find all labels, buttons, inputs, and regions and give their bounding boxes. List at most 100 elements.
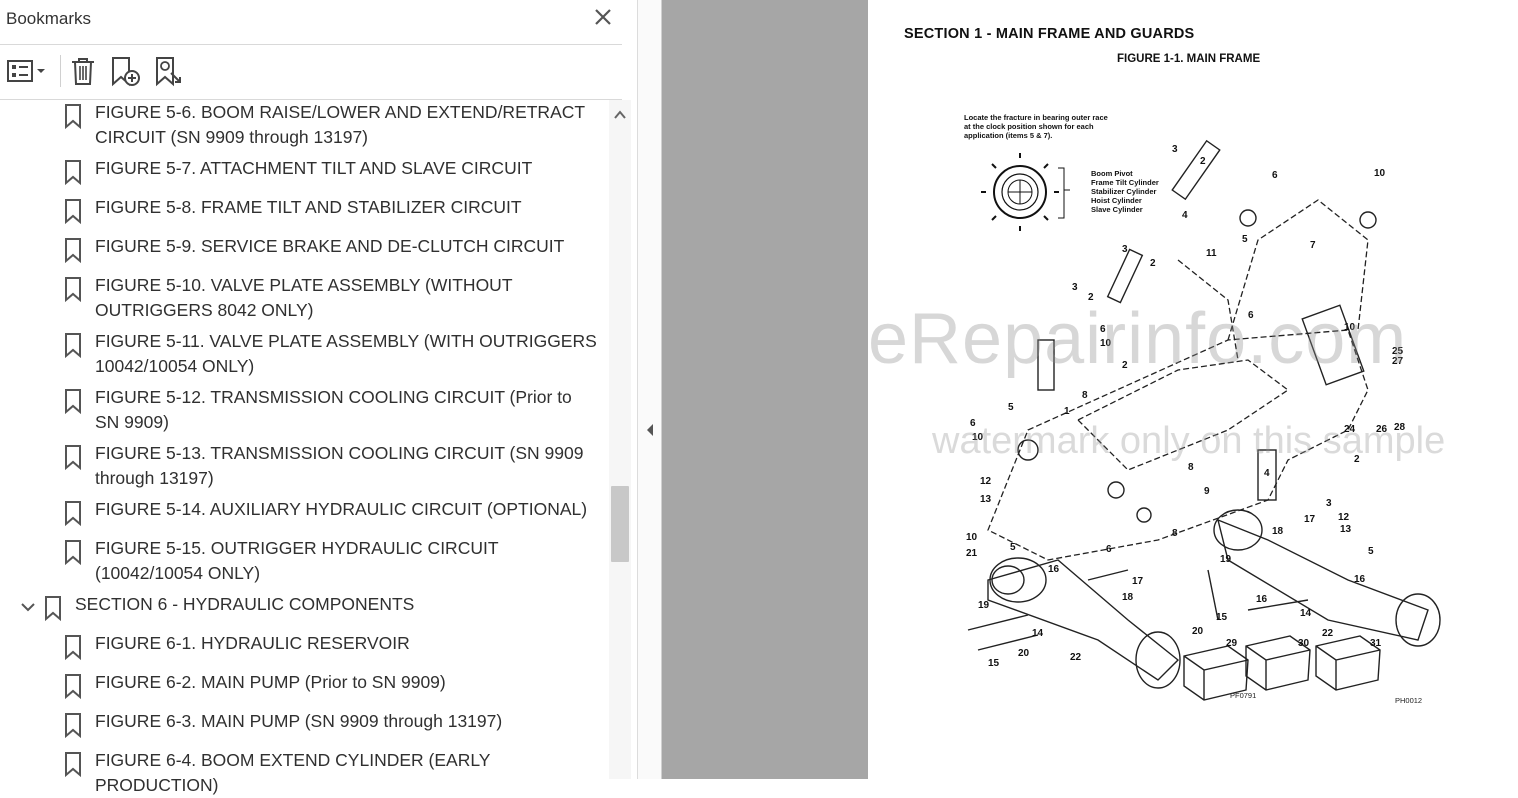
document-background — [662, 0, 868, 779]
bookmark-icon — [65, 160, 81, 186]
bookmark-item[interactable]: FIGURE 6-3. MAIN PUMP (SN 9909 through 1… — [0, 709, 609, 739]
legend-item: Stabilizer Cylinder — [1091, 187, 1157, 196]
bookmark-icon — [65, 445, 81, 471]
svg-text:2: 2 — [1354, 454, 1360, 465]
bookmark-label: FIGURE 5-11. VALVE PLATE ASSEMBLY (WITH … — [95, 331, 597, 376]
bookmark-item[interactable]: FIGURE 5-9. SERVICE BRAKE AND DE-CLUTCH … — [0, 234, 609, 264]
trash-icon[interactable] — [68, 55, 98, 87]
bookmark-scrollbar[interactable] — [609, 100, 631, 779]
bookmark-label: FIGURE 6-4. BOOM EXTEND CYLINDER (EARLY … — [95, 750, 491, 795]
bookmark-icon — [65, 238, 81, 264]
svg-text:10: 10 — [1344, 322, 1356, 333]
bookmark-item[interactable]: FIGURE 6-1. HYDRAULIC RESERVOIR — [0, 631, 609, 661]
svg-text:6: 6 — [1248, 310, 1254, 321]
svg-text:25: 25 — [1392, 346, 1404, 357]
bookmark-item[interactable]: FIGURE 6-4. BOOM EXTEND CYLINDER (EARLY … — [0, 748, 609, 795]
svg-text:4: 4 — [1182, 210, 1188, 221]
bookmark-icon — [65, 277, 81, 303]
legend-item: Frame Tilt Cylinder — [1091, 178, 1159, 187]
bookmark-label: FIGURE 5-13. TRANSMISSION COOLING CIRCUI… — [95, 443, 584, 488]
bookmark-icon — [65, 540, 81, 566]
svg-text:17: 17 — [1304, 514, 1316, 525]
svg-text:20: 20 — [1192, 626, 1204, 637]
svg-text:18: 18 — [1122, 592, 1134, 603]
bookmark-list: FIGURE 5-6. BOOM RAISE/LOWER AND EXTEND/… — [0, 100, 609, 795]
svg-text:4: 4 — [1264, 468, 1270, 479]
bookmark-item[interactable]: FIGURE 5-15. OUTRIGGER HYDRAULIC CIRCUIT… — [0, 536, 609, 588]
scroll-up-icon[interactable] — [612, 108, 628, 122]
diagram-parts — [967, 139, 1441, 701]
svg-text:22: 22 — [1322, 628, 1334, 639]
bookmark-label: FIGURE 5-15. OUTRIGGER HYDRAULIC CIRCUIT… — [95, 538, 499, 583]
svg-text:29: 29 — [1226, 638, 1238, 649]
bookmark-item[interactable]: FIGURE 5-8. FRAME TILT AND STABILIZER CI… — [0, 195, 609, 225]
legend-item: Boom Pivot — [1091, 169, 1133, 178]
main-frame-diagram: Locate the fracture in bearing outer rac… — [964, 113, 1441, 701]
svg-text:2: 2 — [1088, 292, 1094, 303]
svg-text:8: 8 — [1082, 390, 1088, 401]
svg-text:16: 16 — [1354, 574, 1366, 585]
svg-text:19: 19 — [978, 600, 990, 611]
bookmark-item[interactable]: FIGURE 5-7. ATTACHMENT TILT AND SLAVE CI… — [0, 156, 609, 186]
svg-text:14: 14 — [1032, 628, 1044, 639]
bookmark-icon — [65, 199, 81, 225]
bookmark-item[interactable]: FIGURE 5-12. TRANSMISSION COOLING CIRCUI… — [0, 385, 609, 437]
svg-text:21: 21 — [966, 548, 978, 559]
bookmark-label: FIGURE 6-3. MAIN PUMP (SN 9909 through 1… — [95, 711, 503, 731]
svg-text:6: 6 — [1106, 544, 1112, 555]
svg-text:3: 3 — [1072, 282, 1078, 293]
frame-outline — [987, 199, 1369, 561]
svg-text:1: 1 — [1064, 406, 1070, 417]
bookmark-item[interactable]: FIGURE 6-2. MAIN PUMP (Prior to SN 9909) — [0, 670, 609, 700]
bookmarks-toolbar — [0, 45, 622, 100]
panel-title: Bookmarks — [6, 9, 92, 28]
diagram-note-line: application (items 5 & 7). — [964, 131, 1052, 140]
figure-title: FIGURE 1-1. MAIN FRAME — [1117, 53, 1261, 65]
list-options-icon[interactable] — [6, 55, 48, 87]
bookmark-label: FIGURE 5-14. AUXILIARY HYDRAULIC CIRCUIT… — [95, 499, 588, 519]
svg-text:15: 15 — [988, 658, 1000, 669]
bookmark-item[interactable]: FIGURE 5-13. TRANSMISSION COOLING CIRCUI… — [0, 441, 609, 493]
bookmark-label: FIGURE 5-6. BOOM RAISE/LOWER AND EXTEND/… — [95, 102, 585, 147]
svg-text:28: 28 — [1394, 422, 1406, 433]
close-icon[interactable] — [592, 6, 614, 28]
svg-text:26: 26 — [1376, 424, 1388, 435]
bookmark-item[interactable]: FIGURE 5-10. VALVE PLATE ASSEMBLY (WITHO… — [0, 273, 609, 325]
bookmark-section-item[interactable]: SECTION 6 - HYDRAULIC COMPONENTS — [0, 592, 609, 622]
svg-text:12: 12 — [980, 476, 992, 487]
bookmark-item[interactable]: FIGURE 5-11. VALVE PLATE ASSEMBLY (WITH … — [0, 329, 609, 381]
bookmark-icon — [65, 104, 81, 130]
section-title: SECTION 1 - MAIN FRAME AND GUARDS — [904, 26, 1195, 42]
legend-item: Hoist Cylinder — [1091, 196, 1142, 205]
bookmark-icon — [65, 501, 81, 527]
bookmark-label: FIGURE 6-1. HYDRAULIC RESERVOIR — [95, 633, 410, 653]
svg-text:3: 3 — [1122, 244, 1128, 255]
toolbar-separator — [60, 55, 61, 87]
bookmark-item[interactable]: FIGURE 5-14. AUXILIARY HYDRAULIC CIRCUIT… — [0, 497, 609, 527]
bookmark-item[interactable]: FIGURE 5-6. BOOM RAISE/LOWER AND EXTEND/… — [0, 100, 609, 152]
svg-text:27: 27 — [1392, 356, 1404, 367]
bookmark-label: FIGURE 6-2. MAIN PUMP (Prior to SN 9909) — [95, 672, 446, 692]
svg-text:10: 10 — [972, 432, 984, 443]
bookmark-label: FIGURE 5-7. ATTACHMENT TILT AND SLAVE CI… — [95, 158, 533, 178]
svg-text:10: 10 — [1374, 168, 1386, 179]
document-page: SECTION 1 - MAIN FRAME AND GUARDS FIGURE… — [868, 0, 1518, 779]
find-bookmark-icon[interactable] — [153, 55, 183, 87]
scrollbar-thumb[interactable] — [611, 486, 629, 562]
bookmark-label: FIGURE 5-12. TRANSMISSION COOLING CIRCUI… — [95, 387, 572, 432]
svg-text:6: 6 — [1272, 170, 1278, 181]
bookmark-icon — [65, 333, 81, 359]
bookmark-icon — [65, 752, 81, 778]
svg-text:18: 18 — [1272, 526, 1284, 537]
svg-text:19: 19 — [1220, 554, 1232, 565]
collapse-panel-icon[interactable] — [645, 423, 655, 437]
svg-text:16: 16 — [1048, 564, 1060, 575]
svg-text:7: 7 — [1310, 240, 1316, 251]
svg-text:2: 2 — [1122, 360, 1128, 371]
add-bookmark-icon[interactable] — [109, 55, 141, 87]
chevron-down-icon[interactable] — [20, 601, 36, 613]
panel-splitter[interactable] — [638, 0, 662, 779]
svg-text:12: 12 — [1338, 512, 1350, 523]
watermark-main: eRepairinfo.com — [868, 299, 1408, 379]
svg-text:30: 30 — [1298, 638, 1310, 649]
